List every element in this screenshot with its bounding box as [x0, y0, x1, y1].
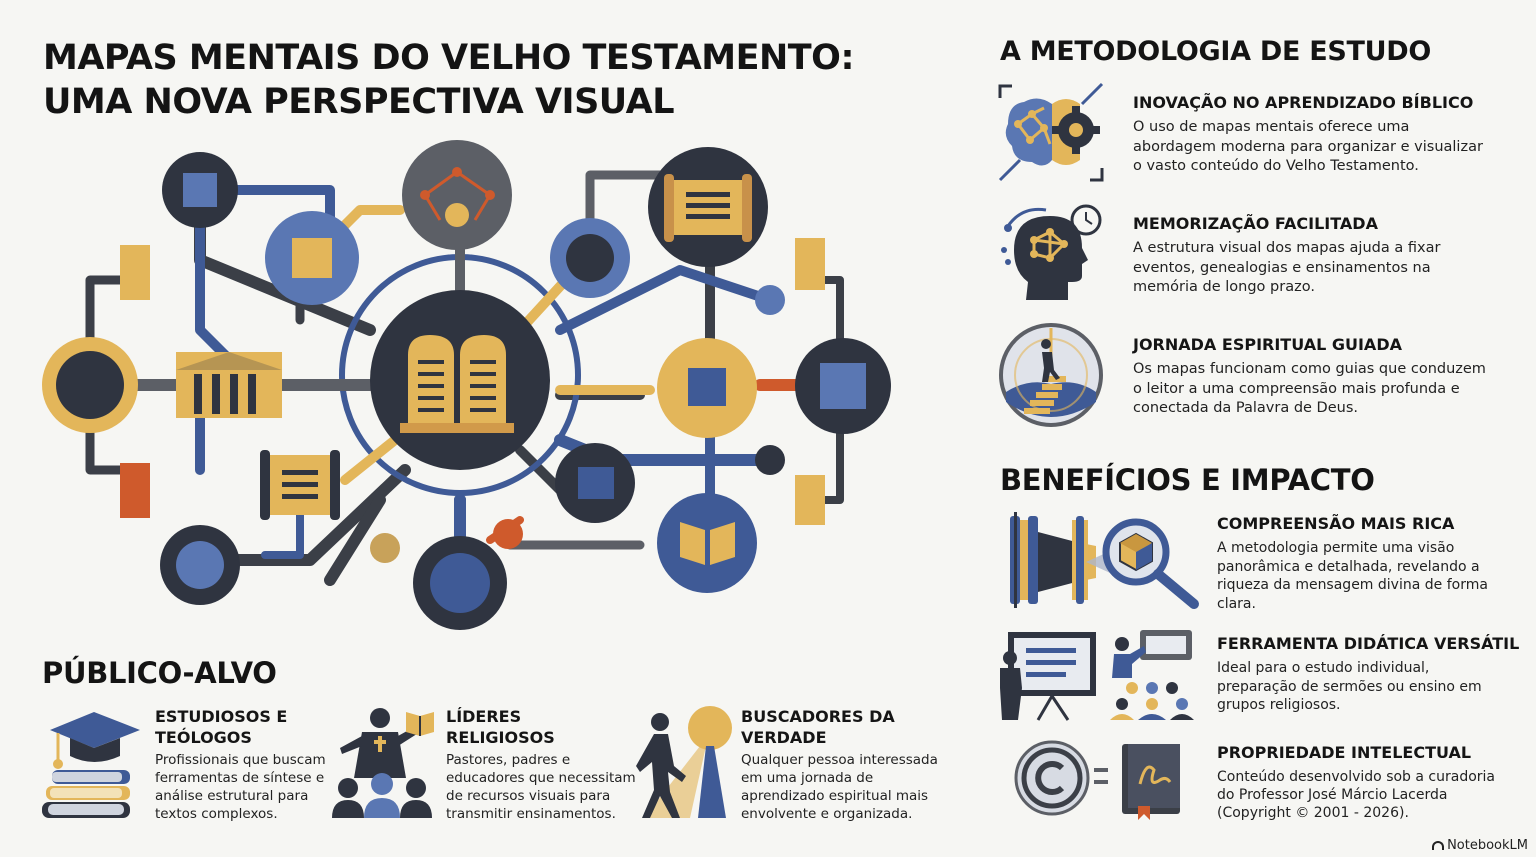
benefits-section-title: BENEFÍCIOS E IMPACTO: [1000, 463, 1375, 497]
audience-text-3: Qualquer pessoa interessada em uma jorna…: [741, 752, 938, 822]
methodology-text-1: O uso de mapas mentais oferece uma abord…: [1133, 119, 1483, 174]
methodology-title-2: MEMORIZAÇÃO FACILITADA: [1133, 214, 1378, 233]
methodology-text-2: A estrutura visual dos mapas ajuda a fix…: [1133, 240, 1441, 295]
seeker-light-icon: [636, 706, 732, 818]
methodology-text-3: Os mapas funcionam como guias que conduz…: [1133, 361, 1486, 416]
audience-title-2: LÍDERES RELIGIOSOS: [446, 707, 555, 747]
notebooklm-brand: NotebookLM: [1432, 838, 1528, 853]
audience-text-2: Pastores, padres e educadores que necess…: [446, 752, 636, 822]
stairway-journey-icon: [999, 323, 1103, 427]
presentation-teaching-icon: [1000, 630, 1194, 721]
religious-leader-icon: [332, 708, 434, 818]
tablets-central-node: [370, 290, 550, 470]
audience-text-1: Profissionais que buscam ferramentas de …: [155, 752, 326, 822]
brain-gear-icon: [998, 82, 1104, 182]
benefits-text-3: Conteúdo desenvolvido sob a curadoria do…: [1217, 769, 1495, 821]
methodology-title-3: JORNADA ESPIRITUAL GUIADA: [1133, 335, 1402, 354]
open-book-node: [657, 493, 757, 593]
idea-network-node: [402, 140, 512, 250]
temple-icon: [176, 352, 282, 418]
scroll-node-icon: [260, 450, 340, 520]
audience-title-3: BUSCADORES DA VERDADE: [741, 707, 895, 747]
title-line-2: UMA NOVA PERSPECTIVA VISUAL: [43, 82, 675, 122]
page-title: MAPAS MENTAIS DO VELHO TESTAMENTO: UMA N…: [43, 36, 943, 124]
scroll-magnifier-icon: [1010, 512, 1199, 609]
copyright-book-icon: [1014, 740, 1180, 820]
audience-section-title: PÚBLICO-ALVO: [42, 656, 277, 690]
brand-logo-icon: [1432, 841, 1445, 850]
benefits-title-3: PROPRIEDADE INTELECTUAL: [1217, 743, 1472, 762]
methodology-title-1: INOVAÇÃO NO APRENDIZADO BÍBLICO: [1133, 93, 1474, 112]
map-node-top-left: [162, 152, 238, 228]
graduation-books-icon: [42, 712, 140, 818]
methodology-section-title: A METODOLOGIA DE ESTUDO: [1000, 36, 1431, 67]
scroll-top-right-node: [648, 147, 768, 267]
benefits-text-2: Ideal para o estudo individual, preparaç…: [1217, 660, 1482, 713]
benefits-title-1: COMPREENSÃO MAIS RICA: [1217, 514, 1455, 533]
title-line-1: MAPAS MENTAIS DO VELHO TESTAMENTO:: [43, 38, 854, 78]
benefits-text-1: A metodologia permite uma visão panorâmi…: [1217, 540, 1488, 612]
audience-title-1: ESTUDIOSOS E TEÓLOGOS: [155, 707, 288, 747]
mind-map-network: [42, 140, 891, 630]
benefits-title-2: FERRAMENTA DIDÁTICA VERSÁTIL: [1217, 634, 1520, 653]
head-network-clock-icon: [1001, 204, 1102, 300]
